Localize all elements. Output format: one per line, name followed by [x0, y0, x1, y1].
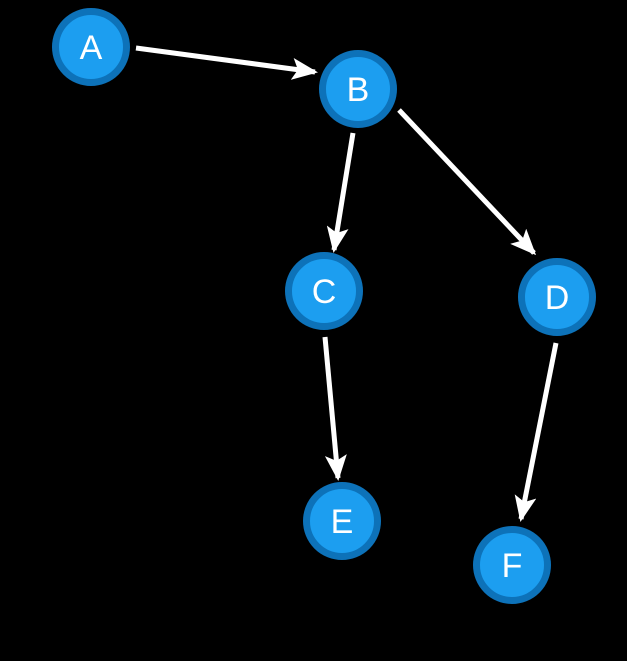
- node-circle-d: [518, 258, 596, 336]
- edge-b-to-d[interactable]: [397, 108, 537, 256]
- node-label-e: E: [331, 503, 354, 541]
- node-circle-e: [303, 482, 381, 560]
- edge-c-to-e[interactable]: [322, 336, 347, 481]
- node-label-a: A: [80, 29, 103, 67]
- node-label-b: B: [347, 71, 370, 109]
- edge-a-to-b[interactable]: [135, 45, 318, 80]
- node-a[interactable]: A: [52, 8, 130, 86]
- node-f[interactable]: F: [473, 526, 551, 604]
- node-c[interactable]: C: [285, 252, 363, 330]
- node-circle-f: [473, 526, 551, 604]
- nodes-layer: A B C D E F: [52, 8, 596, 604]
- edge-b-to-c[interactable]: [326, 132, 356, 253]
- node-d[interactable]: D: [518, 258, 596, 336]
- node-b[interactable]: B: [319, 50, 397, 128]
- node-circle-a: [52, 8, 130, 86]
- edges-layer: [135, 45, 559, 522]
- node-circle-c: [285, 252, 363, 330]
- node-e[interactable]: E: [303, 482, 381, 560]
- node-label-f: F: [502, 547, 523, 585]
- node-circle-b: [319, 50, 397, 128]
- edge-d-to-f[interactable]: [514, 342, 559, 522]
- node-label-d: D: [545, 279, 570, 317]
- node-label-c: C: [312, 273, 337, 311]
